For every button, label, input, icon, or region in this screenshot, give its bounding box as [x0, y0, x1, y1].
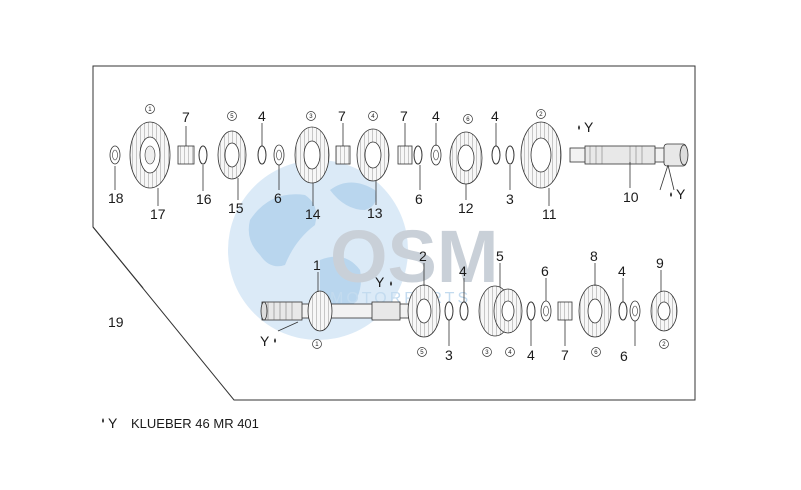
drop-icon — [670, 192, 672, 197]
upper-shaft — [569, 143, 689, 167]
ring-3b — [444, 301, 454, 321]
callout-18: 18 — [108, 190, 124, 206]
callout-16: 16 — [196, 191, 212, 207]
gear-index-2: 2 — [662, 342, 666, 348]
callout-6: 6 — [620, 348, 628, 364]
gear-15 — [217, 130, 247, 180]
washer-18 — [109, 145, 121, 165]
gear-2 — [407, 284, 441, 338]
ring-4c — [491, 145, 501, 165]
gear-11 — [520, 121, 562, 189]
washer-6b — [430, 144, 442, 166]
callout-4: 4 — [459, 263, 467, 279]
bearing-7c — [397, 145, 413, 165]
ring-4b — [413, 145, 423, 165]
gear-1 — [307, 290, 333, 332]
leader-19 — [92, 226, 144, 289]
assembly-frame — [92, 65, 696, 401]
watermark-logo: OSM — [330, 215, 499, 298]
lower-shaft — [260, 301, 413, 321]
gear-index-5: 5 — [420, 350, 424, 356]
legend: Y KLUEBER 46 MR 401 — [102, 415, 259, 431]
drop-icon — [274, 338, 276, 343]
callout-6: 6 — [274, 190, 282, 206]
callouts: 18 17 7 16 15 4 6 14 7 13 7 6 4 12 4 3 1… — [108, 108, 664, 364]
ring-4d — [459, 301, 469, 321]
callout-6: 6 — [541, 263, 549, 279]
leader-lines — [114, 123, 675, 346]
gear-12 — [449, 131, 483, 185]
drop-icon — [390, 281, 392, 286]
washer-6c — [540, 300, 552, 322]
drop-icon — [102, 418, 104, 423]
callout-17: 17 — [150, 206, 166, 222]
ring-4f — [618, 301, 628, 321]
callout-4: 4 — [258, 108, 266, 124]
gear-index-6: 6 — [466, 117, 470, 123]
callout-11: 11 — [542, 206, 557, 222]
washer-6d — [629, 300, 641, 322]
bearing-7d — [557, 301, 573, 321]
callout-4: 4 — [527, 347, 535, 363]
gear-9 — [650, 290, 678, 332]
callout-7: 7 — [400, 108, 408, 124]
callout-4: 4 — [618, 263, 626, 279]
y-marker: Y — [676, 186, 686, 202]
gear-index-4: 4 — [508, 350, 512, 356]
callout-10: 10 — [623, 189, 639, 205]
legend-symbol: Y — [108, 415, 118, 431]
bearing-7b — [335, 145, 351, 165]
watermark-continents — [248, 182, 377, 316]
ring-16 — [198, 145, 208, 165]
gear-5 — [478, 285, 523, 337]
gear-index-3: 3 — [309, 114, 313, 120]
bearing-7a — [177, 145, 195, 165]
callout-13: 13 — [367, 205, 383, 221]
ring-3a — [505, 145, 515, 165]
gear-14 — [294, 126, 330, 184]
legend-text: KLUEBER 46 MR 401 — [131, 416, 259, 431]
circled-indices: 1 5 3 4 6 2 1 5 3 4 6 2 — [145, 104, 669, 357]
gear-index-3: 3 — [485, 350, 489, 356]
y-marker: Y — [584, 119, 594, 135]
callout-3: 3 — [506, 191, 514, 207]
callout-8: 8 — [590, 248, 598, 264]
ring-4e — [526, 301, 536, 321]
gear-index-2: 2 — [539, 112, 543, 118]
callout-19: 19 — [108, 314, 124, 330]
lubrication-markers: Y Y Y Y — [260, 119, 686, 349]
callout-14: 14 — [305, 206, 321, 222]
callout-6: 6 — [415, 191, 423, 207]
washer-6a — [273, 144, 285, 166]
y-marker: Y — [375, 274, 385, 290]
callout-1: 1 — [313, 257, 321, 273]
callout-5: 5 — [496, 248, 504, 264]
gear-8 — [578, 284, 612, 338]
gear-index-1: 1 — [148, 107, 152, 113]
callout-7: 7 — [561, 347, 569, 363]
watermark: OSM MOTORPARTS — [228, 160, 499, 340]
gear-17 — [129, 121, 171, 189]
callout-2: 2 — [419, 248, 427, 264]
ring-4a — [257, 145, 267, 165]
callout-7: 7 — [182, 109, 190, 125]
callout-7: 7 — [338, 108, 346, 124]
callout-4: 4 — [491, 108, 499, 124]
gear-index-6: 6 — [594, 350, 598, 356]
callout-15: 15 — [228, 200, 244, 216]
gear-index-5: 5 — [230, 114, 234, 120]
drop-icon — [578, 125, 580, 130]
callout-4: 4 — [432, 108, 440, 124]
gear-13 — [356, 128, 390, 182]
callout-3: 3 — [445, 347, 453, 363]
callout-12: 12 — [458, 200, 474, 216]
gear-index-4: 4 — [371, 114, 375, 120]
gear-index-1: 1 — [315, 342, 319, 348]
callout-9: 9 — [656, 255, 664, 271]
y-marker: Y — [260, 333, 270, 349]
